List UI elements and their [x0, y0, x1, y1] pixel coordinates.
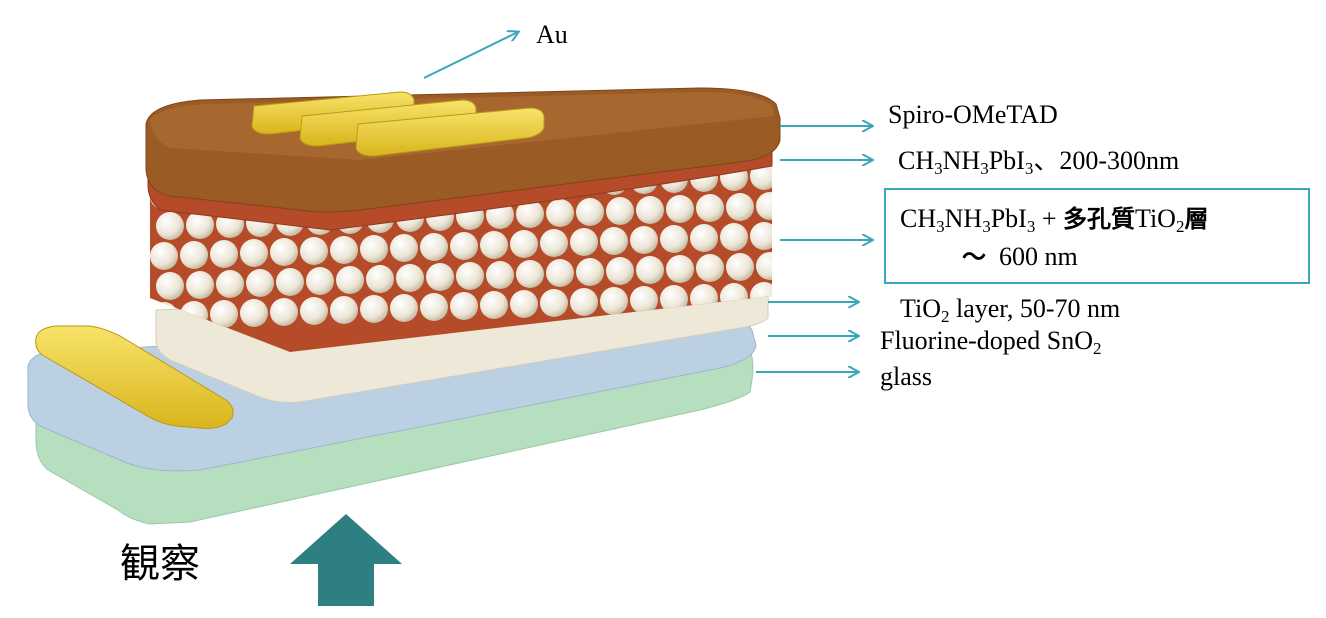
nanoparticle — [576, 198, 604, 226]
nanoparticle — [420, 233, 448, 261]
nanoparticle — [420, 293, 448, 321]
label-glass: glass — [880, 362, 932, 391]
gold-bottom-electrode — [35, 325, 234, 429]
nanoparticle — [270, 298, 298, 326]
nanoparticle — [180, 241, 208, 269]
nanoparticle — [330, 236, 358, 264]
nanoparticle — [690, 224, 718, 252]
nanoparticle — [750, 222, 772, 250]
label-au: Au — [536, 20, 568, 49]
nanoparticle — [480, 291, 508, 319]
nanoparticle — [516, 260, 544, 288]
pointer-arrows — [423, 32, 872, 372]
nanoparticle — [216, 270, 244, 298]
nanoparticle — [630, 226, 658, 254]
nanoparticle — [510, 290, 538, 318]
nanoparticle — [366, 265, 394, 293]
nanoparticle — [300, 297, 328, 325]
nanoparticle — [336, 266, 364, 294]
nanoparticle — [450, 292, 478, 320]
nanoparticle — [546, 199, 574, 227]
label-composite-line1: CH3NH3PbI3 + 多孔質TiO2層 — [900, 204, 1209, 236]
label-tio2-layer: TiO2 layer, 50-70 nm — [900, 294, 1121, 326]
nanoparticle — [150, 242, 178, 270]
nanoparticle — [600, 227, 628, 255]
up-arrow-icon — [290, 514, 402, 606]
nanoparticle — [300, 237, 328, 265]
nanoparticle — [660, 225, 688, 253]
label-composite-line2: 〜 600 nm — [962, 242, 1078, 271]
nanoparticle — [270, 238, 298, 266]
nanoparticle — [156, 212, 184, 240]
nanoparticle — [660, 285, 688, 313]
nanoparticle — [600, 287, 628, 315]
nanoparticle — [450, 232, 478, 260]
tio2-nanoparticles — [150, 162, 772, 330]
nanoparticle — [486, 261, 514, 289]
nanoparticle — [510, 230, 538, 258]
observation-label: 観察 — [120, 541, 200, 587]
nanoparticle — [666, 195, 694, 223]
label-spiro: Spiro-OMeTAD — [888, 100, 1058, 129]
nanoparticle — [756, 252, 772, 280]
nanoparticle — [276, 268, 304, 296]
label-fto: Fluorine-doped SnO2 — [880, 326, 1102, 358]
nanoparticle — [636, 256, 664, 284]
nanoparticle — [606, 197, 634, 225]
nanoparticle — [726, 193, 754, 221]
nanoparticle — [546, 259, 574, 287]
nanoparticle — [630, 286, 658, 314]
nanoparticle — [210, 240, 238, 268]
nanoparticle — [480, 231, 508, 259]
nanoparticle — [306, 267, 334, 295]
nanoparticle — [720, 223, 748, 251]
nanoparticle — [666, 255, 694, 283]
nanoparticle — [360, 295, 388, 323]
nanoparticle — [606, 257, 634, 285]
nanoparticle — [726, 253, 754, 281]
nanoparticle — [636, 196, 664, 224]
nanoparticle — [186, 211, 214, 239]
label-perovskite-film: CH3NH3PbI3、200-300nm — [898, 146, 1180, 178]
gold-top-electrodes — [251, 91, 545, 157]
nanoparticle — [390, 294, 418, 322]
nanoparticle — [696, 194, 724, 222]
nanoparticle — [240, 239, 268, 267]
nanoparticle — [456, 262, 484, 290]
nanoparticle — [330, 296, 358, 324]
nanoparticle — [570, 228, 598, 256]
nanoparticle — [516, 200, 544, 228]
nanoparticle — [756, 192, 772, 220]
nanoparticle — [570, 288, 598, 316]
nanoparticle — [210, 300, 238, 328]
nanoparticle — [360, 235, 388, 263]
nanoparticle — [540, 289, 568, 317]
right-arrow-icon — [423, 32, 518, 79]
nanoparticle — [576, 258, 604, 286]
nanoparticle — [246, 269, 274, 297]
nanoparticle — [696, 254, 724, 282]
nanoparticle — [396, 264, 424, 292]
nanoparticle — [540, 229, 568, 257]
nanoparticle — [186, 271, 214, 299]
nanoparticle — [426, 263, 454, 291]
composite-label-box — [884, 188, 1310, 284]
nanoparticle — [390, 234, 418, 262]
nanoparticle — [156, 272, 184, 300]
nanoparticle — [240, 299, 268, 327]
